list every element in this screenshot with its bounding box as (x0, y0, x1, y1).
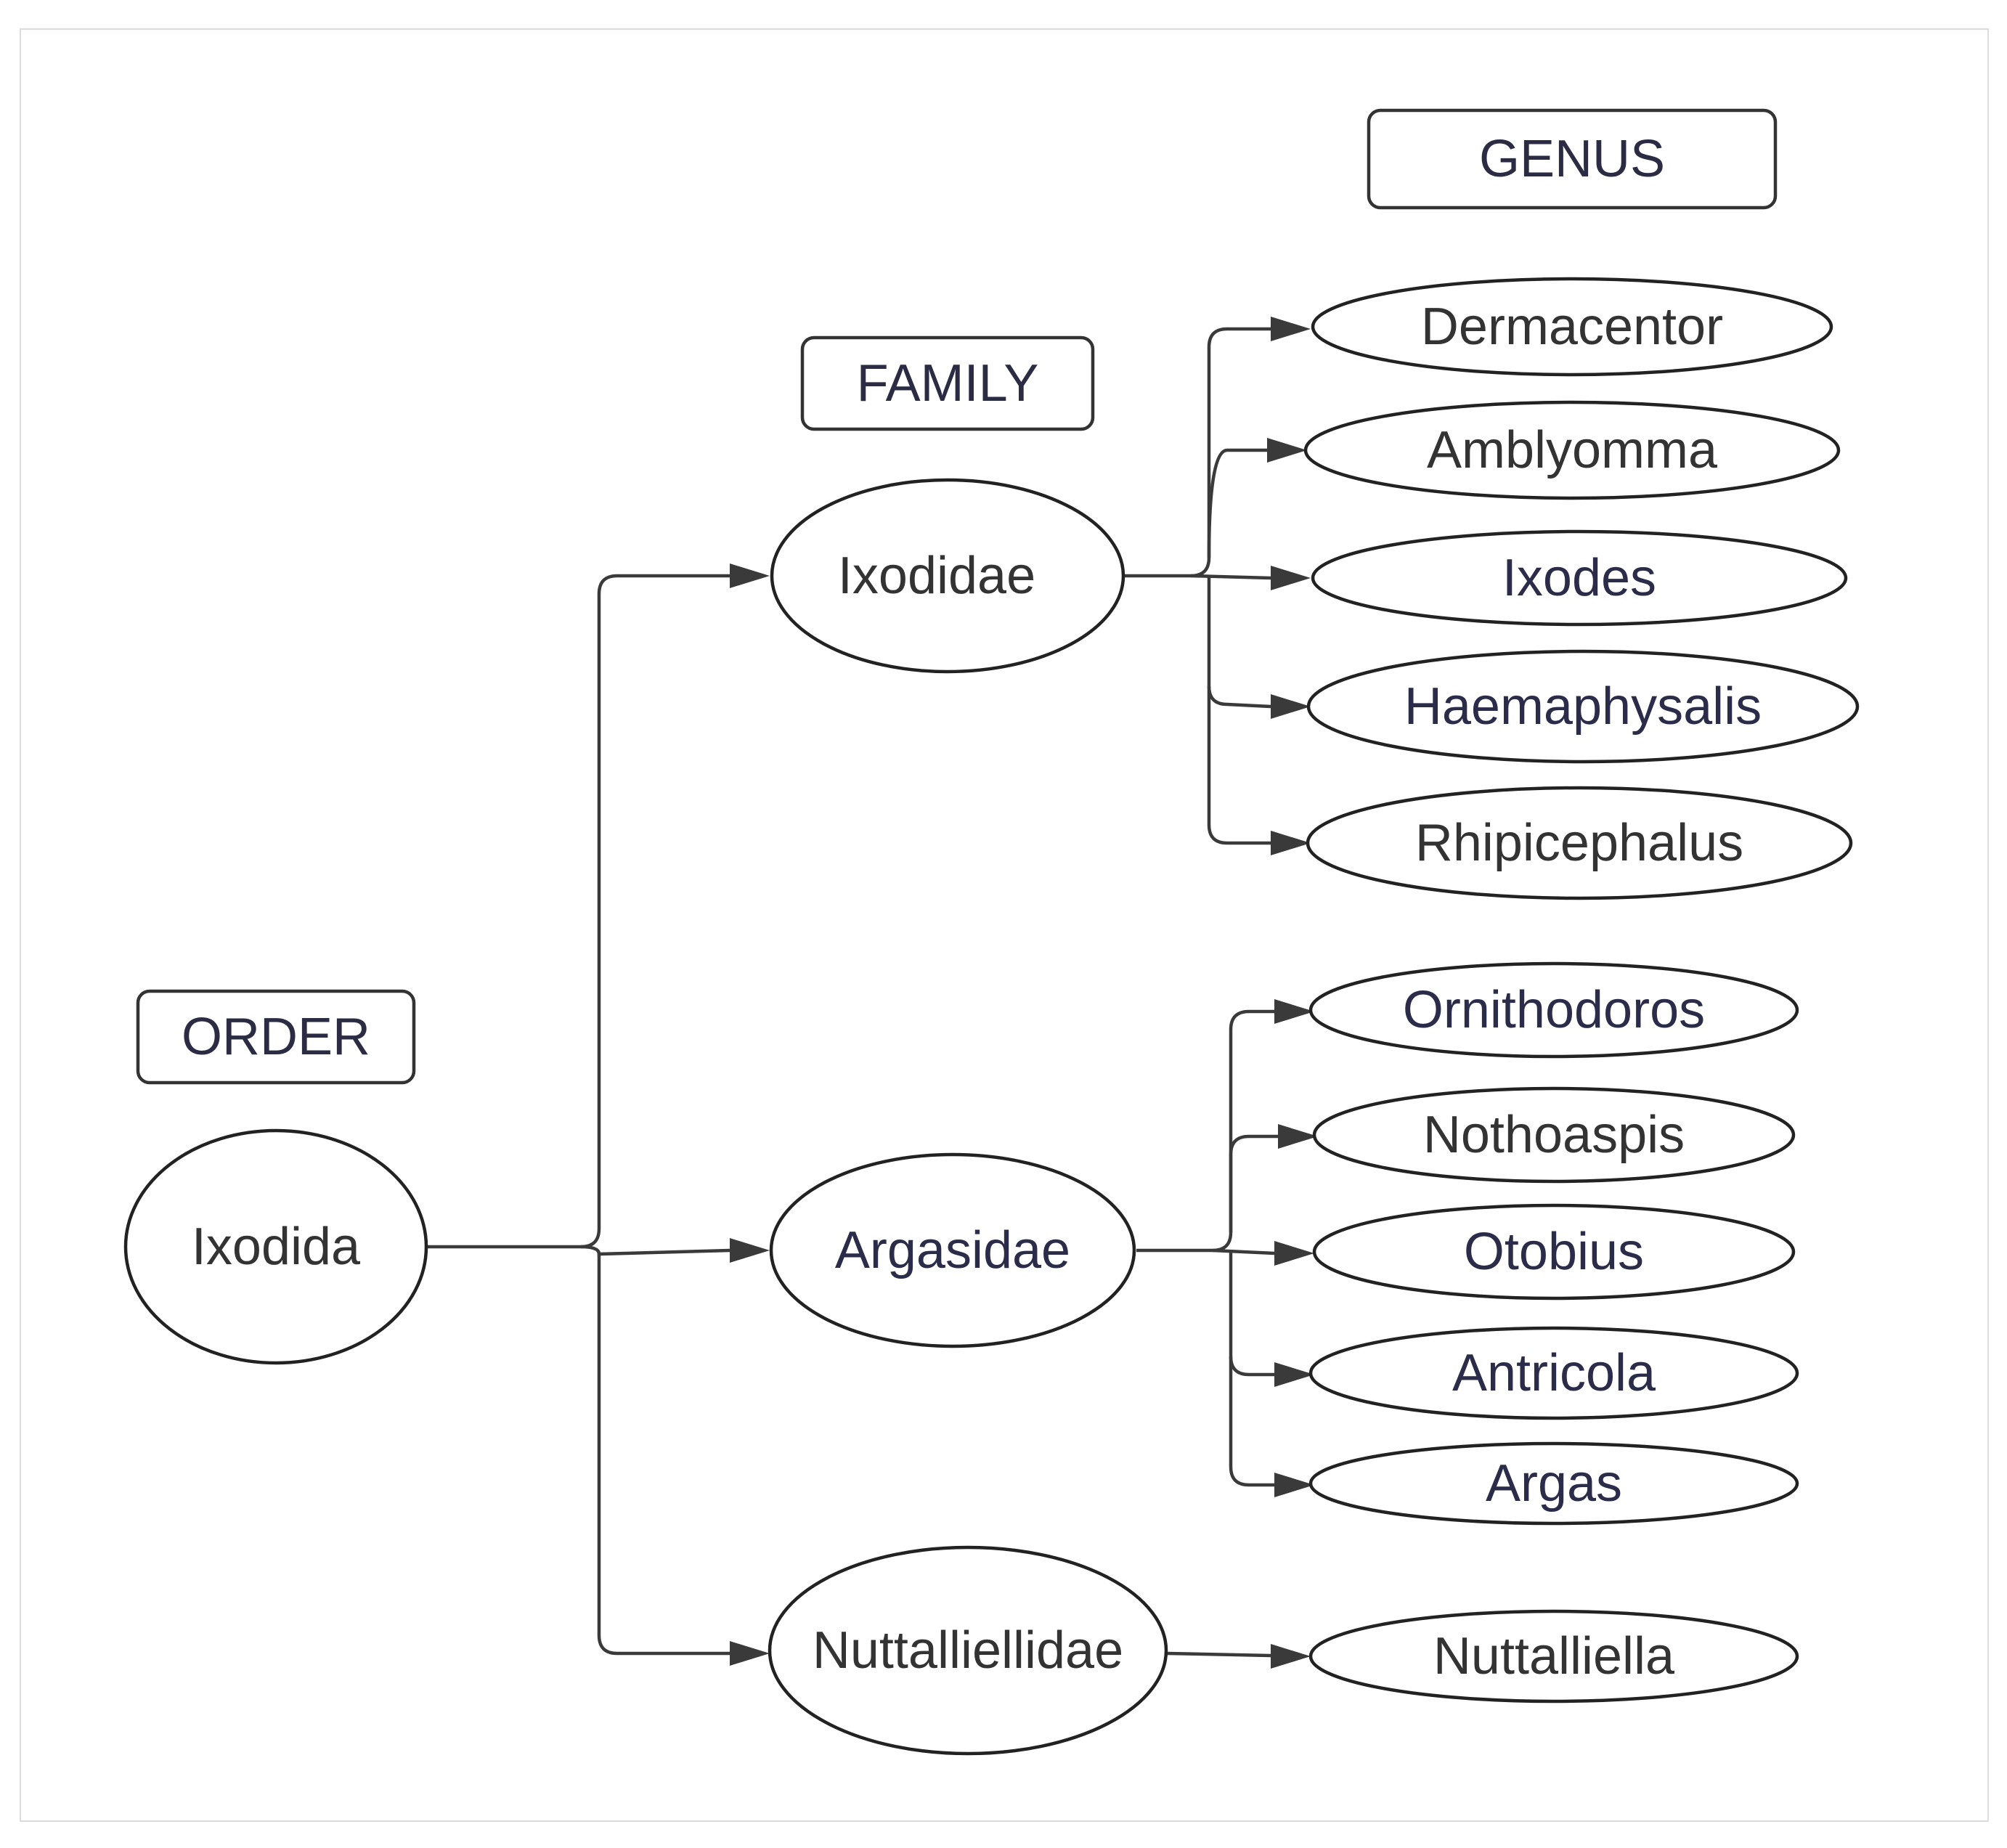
family-node-nuttalliellidae: Nuttalliellidae (768, 1545, 1168, 1756)
family-node-label: Nuttalliellidae (813, 1621, 1123, 1680)
family-header: FAMILY (800, 335, 1095, 431)
genus-node-antricola: Antricola (1308, 1326, 1799, 1420)
family-node-ixodidae: Ixodidae (770, 478, 1125, 674)
genus-node-ornithodoros: Ornithodoros (1308, 961, 1799, 1059)
genus-node-haemaphysalis: Haemaphysalis (1306, 649, 1860, 764)
genus-node-dermacentor: Dermacentor (1311, 277, 1833, 377)
arrowhead (730, 563, 770, 588)
connector-order-ixodidae (427, 574, 730, 1249)
genus-node-otobius: Otobius (1312, 1203, 1796, 1300)
argasidae-connectors (1136, 999, 1318, 1497)
genus-header: GENUS (1367, 108, 1778, 210)
genus-node-label: Nuttalliella (1433, 1627, 1675, 1685)
genus-node-label: Amblyomma (1427, 421, 1718, 479)
order-header-label: ORDER (182, 1008, 370, 1066)
family-node-label: Argasidae (835, 1221, 1070, 1279)
genus-node-nuttalliella: Nuttalliella (1308, 1609, 1799, 1704)
genus-node-label: Haemaphysalis (1404, 677, 1762, 736)
nuttalliellidae-connectors (1167, 1644, 1311, 1669)
family-node-label: Ixodidae (838, 547, 1035, 605)
genus-node-ixodes: Ixodes (1311, 529, 1848, 627)
family-node-argasidae: Argasidae (769, 1152, 1136, 1348)
order-node-label: Ixodida (192, 1218, 361, 1276)
genus-node-argas: Argas (1308, 1441, 1799, 1526)
genus-node-label: Ixodes (1502, 549, 1656, 607)
genus-node-label: Nothoaspis (1423, 1106, 1685, 1164)
arrowhead (730, 1641, 770, 1666)
family-header-label: FAMILY (857, 354, 1039, 412)
genus-node-label: Argas (1486, 1454, 1622, 1513)
genus-header-label: GENUS (1479, 130, 1665, 188)
arrowhead (730, 1238, 770, 1263)
genus-node-label: Ornithodoros (1403, 981, 1705, 1039)
genus-node-label: Otobius (1464, 1223, 1644, 1281)
genus-node-amblyomma: Amblyomma (1303, 400, 1841, 500)
genus-node-rhipicephalus: Rhipicephalus (1306, 786, 1853, 900)
order-header: ORDER (136, 989, 416, 1085)
order-node-ixodida: Ixodida (123, 1128, 428, 1365)
connector-order-argasidae (580, 1245, 730, 1256)
order-connectors (427, 563, 770, 1666)
genus-node-nothoaspis: Nothoaspis (1312, 1086, 1796, 1184)
connector-order-nuttalliellidae (597, 1254, 730, 1656)
ixodidae-connectors (1124, 317, 1311, 855)
genus-node-label: Rhipicephalus (1415, 814, 1743, 872)
genus-node-label: Antricola (1452, 1344, 1656, 1402)
genus-node-label: Dermacentor (1421, 298, 1723, 356)
